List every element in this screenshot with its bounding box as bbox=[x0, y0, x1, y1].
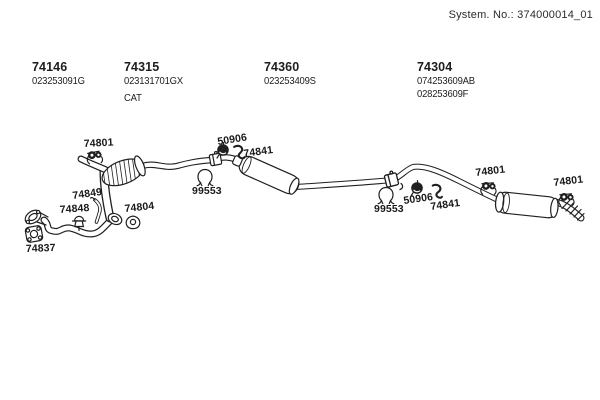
diagram-label-99553: 99553 bbox=[374, 203, 404, 215]
ring-hanger-icon-99553 bbox=[196, 168, 214, 187]
rear-muffler bbox=[494, 191, 559, 219]
part-group-74146: 74146 023253091G bbox=[32, 60, 91, 87]
part-code: 023253409S bbox=[264, 75, 316, 87]
diagram-label-74801: 74801 bbox=[475, 163, 506, 179]
part-code: 074253609AB bbox=[417, 75, 475, 87]
tailpipe-ribs bbox=[561, 199, 585, 221]
sleeve-clamp-icon bbox=[382, 169, 400, 188]
system-number: System. No.: 374000014_01 bbox=[448, 9, 593, 21]
diagram-label-74849: 74849 bbox=[72, 186, 103, 202]
junction-flange bbox=[107, 212, 123, 226]
part-code: 023253091G bbox=[32, 75, 85, 87]
diagram-label-50906: 50906 bbox=[403, 191, 434, 207]
part-code: 028253609F bbox=[417, 88, 469, 100]
square-gasket-74837 bbox=[24, 225, 44, 243]
part-group-74360: 74360 023253409S bbox=[264, 60, 322, 87]
part-number: 74315 bbox=[124, 60, 160, 74]
front-flange bbox=[24, 209, 42, 225]
diagram-label-74801: 74801 bbox=[84, 136, 114, 150]
diagram-label-74801: 74801 bbox=[553, 173, 584, 189]
ring-gasket-74804 bbox=[125, 215, 141, 230]
part-number: 74304 bbox=[417, 60, 453, 74]
bracket-rod-74849 bbox=[89, 197, 102, 224]
exhaust-pipes bbox=[40, 154, 585, 238]
diagram-label-74841: 74841 bbox=[430, 197, 461, 213]
diagram-label-74848: 74848 bbox=[59, 202, 90, 216]
part-code: 023131701GX bbox=[124, 75, 183, 87]
part-number: 74146 bbox=[32, 60, 68, 74]
mount-74848 bbox=[71, 215, 87, 232]
part-code: CAT bbox=[124, 92, 142, 104]
part-number: 74360 bbox=[264, 60, 300, 74]
part-group-74304: 74304 074253609AB 028253609F bbox=[417, 60, 481, 100]
diagram-label-74841: 74841 bbox=[243, 144, 274, 160]
diagram-label-50906: 50906 bbox=[217, 131, 248, 148]
diagram-label-99553: 99553 bbox=[192, 185, 222, 197]
ring-hanger-icon-99553 bbox=[377, 186, 395, 205]
diagram-label-74804: 74804 bbox=[124, 200, 155, 215]
diagram-label-74837: 74837 bbox=[26, 242, 56, 255]
catalytic-converter bbox=[101, 153, 146, 191]
part-group-74315: 74315 023131701GX CAT bbox=[124, 60, 190, 104]
